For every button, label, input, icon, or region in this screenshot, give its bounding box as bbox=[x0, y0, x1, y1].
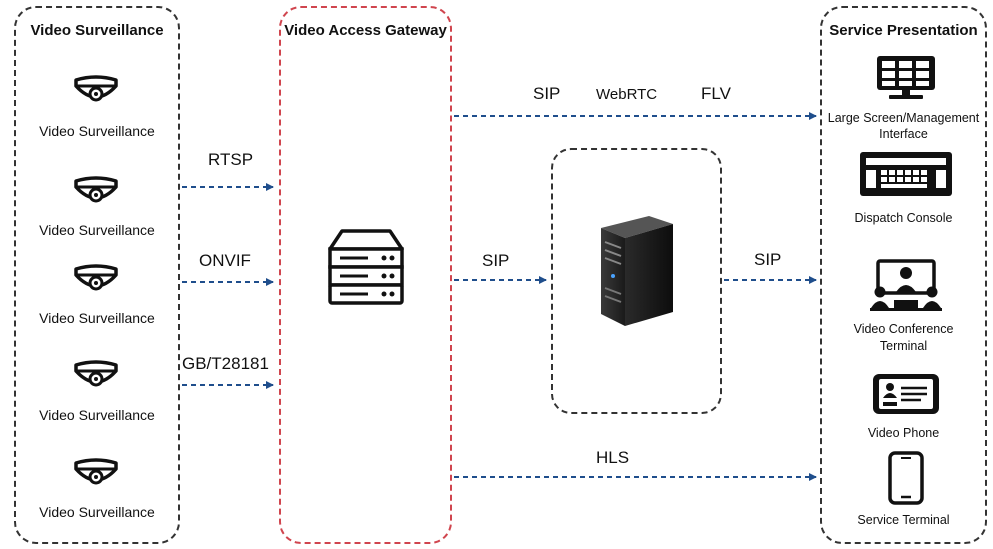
gateway-panel bbox=[279, 6, 452, 544]
protocol-webrtc: WebRTC bbox=[596, 86, 658, 103]
large-screen-label-line2: Interface bbox=[879, 127, 928, 141]
presentation-panel-title: Service Presentation bbox=[829, 22, 978, 39]
protocol-rtsp: RTSP bbox=[208, 150, 254, 169]
camera-label: Video Surveillance bbox=[39, 407, 155, 423]
camera-icon bbox=[74, 264, 118, 291]
center-server-box bbox=[551, 148, 722, 414]
camera-label: Video Surveillance bbox=[39, 504, 155, 520]
protocol-hls: HLS bbox=[596, 448, 630, 467]
video-phone-icon bbox=[873, 374, 939, 414]
protocol-flv: FLV bbox=[701, 84, 731, 103]
video-phone-label: Video Phone bbox=[867, 426, 940, 440]
video-conference-icon bbox=[870, 259, 942, 311]
large-screen-monitor-icon bbox=[877, 56, 935, 99]
presentation-panel bbox=[820, 6, 987, 544]
video-conference-label-line1: Video Conference bbox=[853, 322, 954, 336]
dispatch-console-icon bbox=[860, 152, 952, 196]
camera-label: Video Surveillance bbox=[39, 123, 155, 139]
protocol-gb: GB/T28181 bbox=[182, 354, 269, 373]
camera-label: Video Surveillance bbox=[39, 222, 155, 238]
media-server-tower-icon bbox=[601, 216, 673, 326]
gateway-panel-title: Video Access Gateway bbox=[284, 22, 447, 39]
service-terminal-tablet-icon bbox=[888, 451, 924, 505]
video-conference-label-line2: Terminal bbox=[879, 339, 928, 353]
protocol-sip-gateway-server: SIP bbox=[482, 251, 510, 270]
camera-label: Video Surveillance bbox=[39, 310, 155, 326]
surveillance-panel bbox=[14, 6, 180, 544]
dispatch-console-label: Dispatch Console bbox=[854, 211, 953, 225]
camera-icon bbox=[74, 458, 118, 485]
protocol-sip-server-presentation: SIP bbox=[754, 250, 782, 269]
protocol-sip-top: SIP bbox=[533, 84, 561, 103]
surveillance-panel-title: Video Surveillance bbox=[30, 22, 164, 39]
protocol-onvif: ONVIF bbox=[199, 251, 251, 270]
large-screen-label-line1: Large Screen/Management bbox=[827, 111, 980, 125]
camera-icon bbox=[74, 176, 118, 203]
camera-icon bbox=[74, 75, 118, 102]
gateway-server-rack-icon bbox=[328, 229, 404, 305]
camera-icon bbox=[74, 360, 118, 387]
service-terminal-label: Service Terminal bbox=[857, 513, 950, 527]
